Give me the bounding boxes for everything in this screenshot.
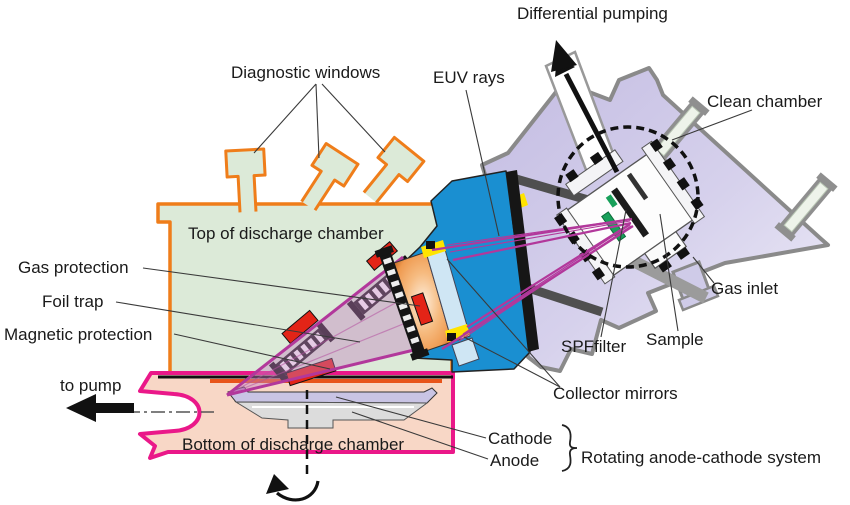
leader-diagnostic-2 — [315, 83, 320, 159]
stack-bolt-top — [426, 241, 435, 249]
label-anode: Anode — [490, 451, 539, 470]
assembly-bolt — [591, 267, 606, 281]
assembly-bolt — [589, 151, 604, 166]
anode-glow-strip — [210, 379, 442, 383]
assembly-bolt — [676, 177, 690, 191]
leader-gas-protection — [142, 267, 421, 307]
leader-anode — [351, 411, 489, 460]
leader-clean-chamber — [671, 109, 753, 141]
label-foil-trap: Foil trap — [42, 292, 103, 311]
leader-magnetic-protection — [173, 333, 331, 370]
sample-slot-2 — [626, 172, 649, 201]
differential-pumping-arrow — [551, 40, 620, 174]
leader-diagnostic-3 — [321, 83, 386, 153]
sample-slot — [611, 187, 650, 238]
assembly-bolt — [676, 247, 690, 260]
rotation-arrow — [266, 474, 320, 502]
leader-euv-rays — [465, 89, 500, 237]
leader-cathode — [335, 396, 487, 439]
label-magnetic-protection: Magnetic protection — [4, 325, 152, 344]
label-bottom-chamber: Bottom of discharge chamber — [182, 435, 404, 454]
label-top-chamber: Top of discharge chamber — [188, 224, 384, 243]
label-euv-rays: EUV rays — [433, 68, 505, 87]
to-pump-arrow — [66, 394, 134, 422]
diagnostic-port-3 — [362, 135, 426, 204]
brace — [561, 424, 578, 472]
clean-zone-circle — [556, 125, 700, 269]
leader-gas-inlet — [692, 256, 715, 284]
leader-sample — [659, 213, 679, 332]
labels: Differential pumping Diagnostic windows … — [4, 4, 823, 470]
label-cathode: Cathode — [488, 429, 552, 448]
label-diagnostic-windows: Diagnostic windows — [231, 63, 380, 82]
leader-collector-2 — [463, 336, 561, 388]
label-sample: Sample — [646, 330, 704, 349]
label-differential-pumping: Differential pumping — [517, 4, 668, 23]
euv-cone — [226, 255, 440, 397]
label-to-pump: to pump — [60, 376, 121, 395]
collector-assembly — [374, 170, 539, 373]
label-gas-inlet: Gas inlet — [711, 279, 778, 298]
euv-ray-bundles — [431, 217, 634, 351]
leader-lines — [115, 83, 753, 460]
label-spf-filter: SPFfilter — [561, 337, 627, 356]
assembly-bolt — [566, 230, 580, 245]
leader-foil-trap — [115, 301, 361, 343]
cone-edge-lower — [226, 342, 440, 397]
diagnostic-port-1 — [224, 147, 267, 213]
label-gas-protection: Gas protection — [18, 258, 129, 277]
assembly-bolt — [658, 259, 672, 273]
stack-bolt-bottom — [447, 333, 456, 341]
label-rotating-system: Rotating anode-cathode system — [581, 448, 821, 467]
cone-edge-upper — [226, 255, 404, 397]
sample-element-small — [605, 194, 618, 208]
exit-window-strip — [451, 337, 480, 367]
magnet-red-1 — [281, 309, 319, 345]
label-clean-chamber: Clean chamber — [707, 92, 823, 111]
assembly-bolt — [662, 157, 677, 171]
label-collector-mirrors: Collector mirrors — [553, 384, 678, 403]
leader-spf — [600, 209, 627, 338]
spf-filter-strip — [506, 170, 539, 352]
viewport-window-2 — [774, 172, 838, 242]
assembly-bolt — [649, 138, 663, 152]
leader-collector-1 — [446, 258, 561, 388]
magnet-red-4 — [410, 292, 434, 326]
diagnostic-port-2 — [300, 142, 360, 212]
leader-diagnostic-1 — [253, 83, 317, 154]
assembly-bolt — [565, 169, 579, 183]
